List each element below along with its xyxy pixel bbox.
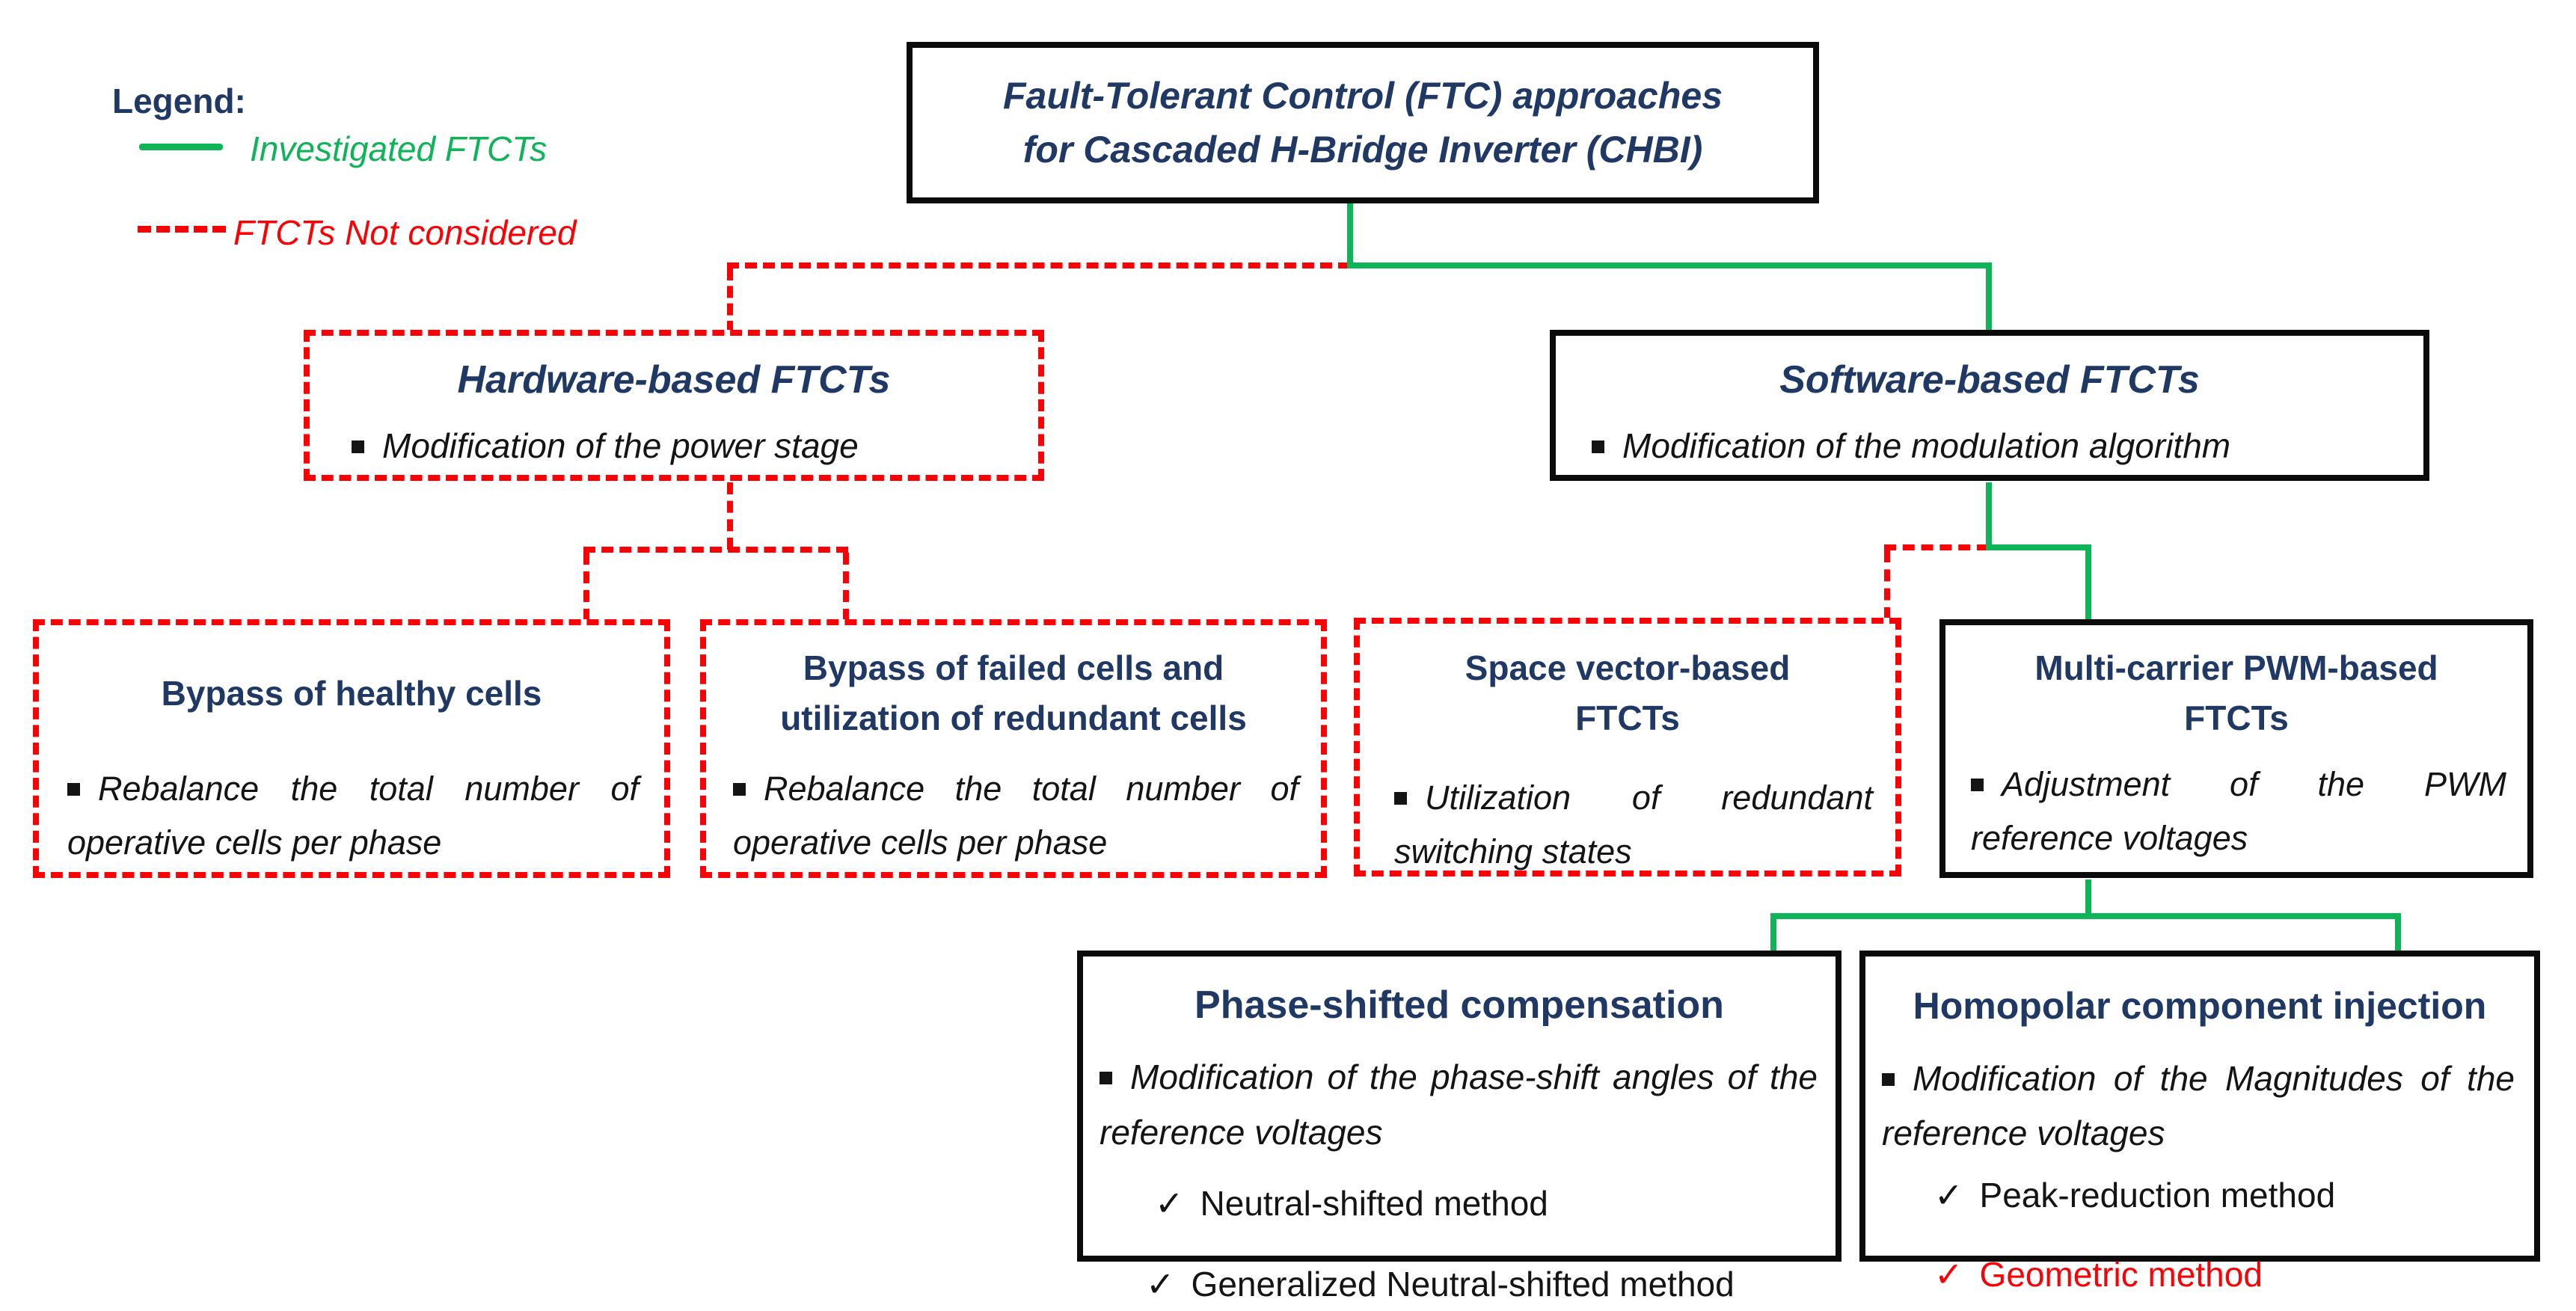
- bullet-square-icon: [67, 782, 80, 796]
- node-homopolar: Homopolar component injection Modificati…: [1859, 951, 2540, 1294]
- hardware-title: Hardware-based FTCTs: [457, 358, 891, 402]
- method-neutral-shifted: ✓ Neutral-shifted method: [1155, 1180, 1836, 1226]
- check-icon: ✓: [1934, 1254, 1963, 1294]
- method-label: Peak-reduction method: [1979, 1175, 2336, 1215]
- node-bypass-healthy: Bypass of healthy cells Rebalance the to…: [33, 619, 670, 878]
- space-vector-bullet: Utilization of redundant switching state…: [1394, 779, 1873, 871]
- connector-right-to-software: [1347, 262, 1992, 268]
- connector-multicarrier-split: [1770, 913, 2401, 919]
- connector-down-phase-shifted: [1770, 913, 1776, 953]
- connector-hardware-split: [583, 547, 848, 553]
- root-title-line2: for Cascaded H-Bridge Inverter (CHBI): [1022, 129, 1703, 171]
- method-label: Generalized Neutral-shifted method: [1191, 1264, 1735, 1304]
- connector-multicarrier-down: [2085, 879, 2091, 918]
- homopolar-title: Homopolar component injection: [1913, 985, 2487, 1027]
- not-considered-dash-icon: [138, 226, 226, 233]
- connector-left-to-space-vector: [1884, 544, 1989, 550]
- bypass-failed-title-line1: Bypass of failed cells and: [803, 648, 1224, 687]
- software-bullet: Modification of the modulation algorithm: [1622, 426, 2231, 466]
- check-icon: ✓: [1146, 1264, 1175, 1304]
- investigated-line-icon: [139, 144, 223, 150]
- connector-down-hardware: [727, 268, 733, 333]
- bullet-square-icon: [1882, 1072, 1895, 1086]
- phase-shifted-bullet: Modification of the phase-shift angles o…: [1100, 1057, 1818, 1152]
- bullet-square-icon: [352, 440, 364, 454]
- connector-down-bypass-failed: [843, 553, 849, 621]
- connector-hardware-down: [727, 482, 733, 550]
- node-hardware: Hardware-based FTCTs Modification of the…: [304, 330, 1044, 481]
- connector-right-to-multicarrier: [1986, 544, 2091, 550]
- node-phase-shifted: Phase-shifted compensation Modification …: [1077, 951, 1841, 1304]
- bypass-healthy-bullet: Rebalance the total number of operative …: [67, 769, 639, 862]
- connector-down-bypass-healthy: [583, 553, 589, 621]
- method-label: Geometric method: [1979, 1254, 2263, 1294]
- phase-shifted-title: Phase-shifted compensation: [1195, 983, 1724, 1027]
- bullet-square-icon: [733, 783, 746, 796]
- method-label: Neutral-shifted method: [1200, 1183, 1548, 1223]
- software-title: Software-based FTCTs: [1779, 358, 2200, 402]
- legend-title: Legend:: [112, 82, 246, 120]
- legend-not-considered-label: FTCTs Not considered: [233, 213, 577, 252]
- hardware-bullet: Modification of the power stage: [382, 426, 859, 466]
- method-geometric: ✓ Geometric method: [1934, 1251, 2534, 1298]
- method-peak-reduction: ✓ Peak-reduction method: [1934, 1172, 2534, 1218]
- node-bypass-failed: Bypass of failed cells and utilization o…: [700, 619, 1327, 878]
- multicarrier-bullet: Adjustment of the PWM reference voltages: [1971, 765, 2506, 858]
- bullet-square-icon: [1592, 440, 1604, 454]
- node-space-vector: Space vector-based FTCTs Utilization of …: [1354, 618, 1901, 876]
- node-software: Software-based FTCTs Modification of the…: [1550, 330, 2429, 481]
- homopolar-bullet: Modification of the Magnitudes of the re…: [1882, 1058, 2515, 1153]
- space-vector-title-line1: Space vector-based: [1465, 648, 1791, 687]
- bullet-square-icon: [1100, 1072, 1112, 1085]
- bypass-failed-title-line2: utilization of redundant cells: [780, 698, 1247, 737]
- connector-down-software: [1986, 262, 1992, 333]
- space-vector-title-line2: FTCTs: [1575, 698, 1680, 737]
- multicarrier-title-line1: Multi-carrier PWM-based: [2034, 648, 2438, 687]
- check-icon: ✓: [1934, 1175, 1963, 1215]
- node-root: Fault-Tolerant Control (FTC) approaches …: [907, 42, 1819, 203]
- method-generalized-neutral-shifted: ✓ Generalized Neutral-shifted method: [1146, 1261, 1836, 1307]
- connector-root-down: [1347, 202, 1353, 268]
- root-title-line1: Fault-Tolerant Control (FTC) approaches: [1002, 74, 1723, 117]
- node-multicarrier: Multi-carrier PWM-based FTCTs Adjustment…: [1939, 619, 2533, 878]
- bypass-failed-bullet: Rebalance the total number of operative …: [733, 770, 1298, 862]
- connector-left-to-hardware: [727, 262, 1350, 268]
- bullet-square-icon: [1394, 792, 1407, 805]
- multicarrier-title-line2: FTCTs: [2184, 698, 2289, 737]
- bypass-healthy-title: Bypass of healthy cells: [161, 674, 542, 713]
- connector-down-space-vector: [1884, 550, 1890, 619]
- check-icon: ✓: [1155, 1183, 1184, 1223]
- connector-down-homopolar: [2395, 913, 2401, 953]
- legend-investigated-label: Investigated FTCTs: [250, 129, 548, 168]
- bullet-square-icon: [1971, 779, 1984, 792]
- connector-down-multicarrier: [2085, 544, 2091, 621]
- connector-software-down: [1986, 482, 1992, 548]
